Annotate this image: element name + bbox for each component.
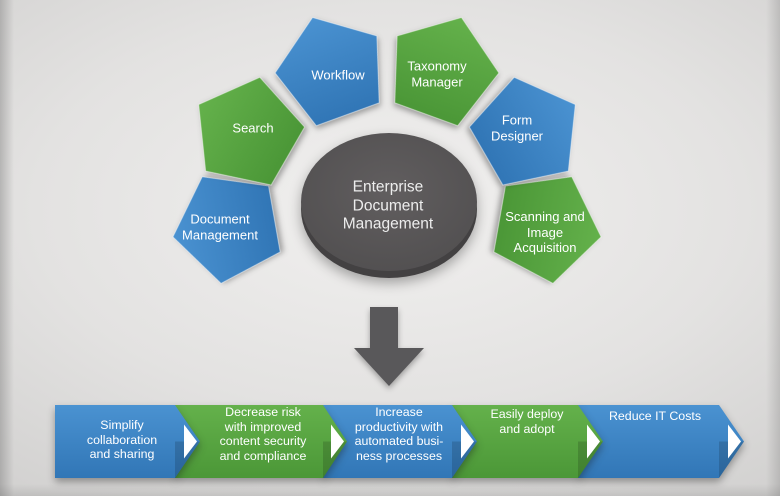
benefit-segment-increase-productivity — [323, 405, 477, 478]
pentagon-taxonomy-manager — [394, 16, 500, 127]
chevron-right-icon — [461, 424, 474, 459]
ribbon-fold — [175, 441, 200, 478]
pentagon-document-management — [172, 176, 281, 285]
benefit-segment-easily-deploy — [452, 405, 603, 478]
ribbon-fold — [452, 441, 477, 478]
benefit-segment-simplify-collaboration — [55, 405, 200, 478]
pentagon-form-designer — [468, 76, 576, 186]
ribbon-fold — [719, 441, 744, 478]
center-ellipse-face — [301, 133, 477, 271]
pentagon-scanning-image-acquisition — [493, 176, 602, 285]
benefits-ribbon — [55, 405, 744, 478]
ribbon-fold — [323, 441, 347, 478]
pentagon-workflow — [274, 16, 380, 127]
benefit-segment-decrease-risk — [175, 405, 347, 478]
chevron-right-icon — [331, 424, 344, 459]
chevron-right-icon — [184, 424, 197, 459]
pentagon-search — [198, 76, 306, 186]
chevron-right-icon — [728, 424, 741, 459]
benefit-segment-reduce-it-costs — [578, 405, 744, 478]
center-ellipse — [301, 133, 477, 278]
chevron-right-icon — [587, 424, 600, 459]
ribbon-fold — [578, 441, 603, 478]
down-arrow-icon — [354, 307, 424, 386]
